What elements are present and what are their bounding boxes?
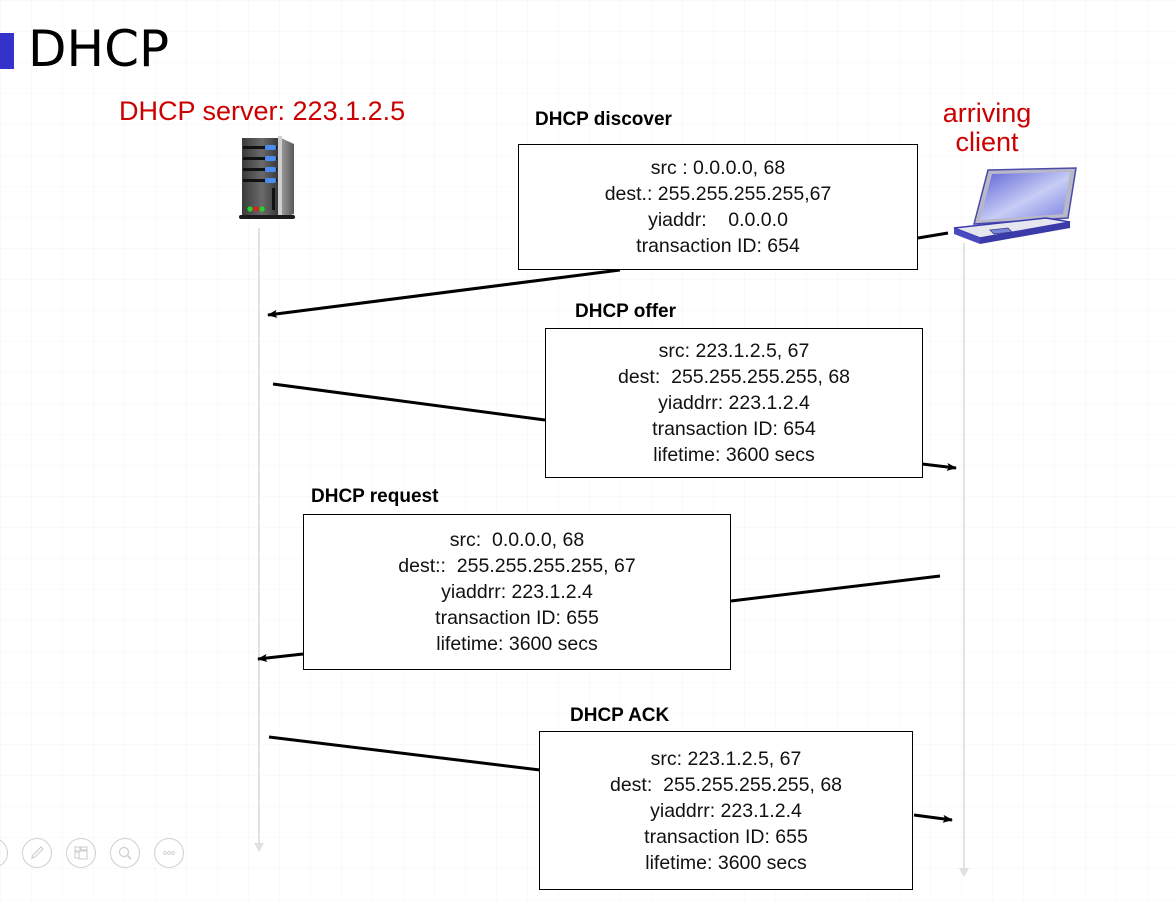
laptop-icon [950,160,1080,250]
request-title: DHCP request [311,486,439,507]
previous-slide-button[interactable] [0,838,8,868]
request-arrow [257,652,304,662]
client-label: arriving client [912,99,1062,157]
server-label: DHCP server: 223.1.2.5 [119,96,406,126]
presentation-toolbar [0,838,184,868]
slide-title: DHCP [0,14,169,84]
ack-transaction-id: transaction ID: 655 [644,825,808,848]
slide-sorter-button[interactable] [66,838,96,868]
offer-line-left [272,382,546,422]
discover-title: DHCP discover [535,109,672,130]
client-timeline-end [959,868,969,877]
pen-button[interactable] [22,838,52,868]
ack-title: DHCP ACK [570,705,670,726]
ack-box: src: 223.1.2.5, 67 dest: 255.255.255.255… [539,731,913,890]
title-bullet [0,33,14,69]
ack-line-left [268,735,541,772]
offer-transaction-id: transaction ID: 654 [652,418,816,440]
client-label-line1: arriving [942,98,1032,128]
slides-icon [74,846,88,860]
zoom-button[interactable] [110,838,140,868]
offer-lifetime: lifetime: 3600 secs [653,444,815,466]
request-lifetime: lifetime: 3600 secs [436,633,598,655]
slide-title-text: DHCP [28,20,170,78]
request-yiaddrr: yiaddrr: 223.1.2.4 [441,581,593,603]
request-line-right [730,574,941,603]
request-box: src: 0.0.0.0, 68 dest:: 255.255.255.255,… [303,514,731,670]
offer-title: DHCP offer [575,301,676,322]
offer-arrow [921,462,957,471]
offer-src: src: 223.1.2.5, 67 [658,340,810,362]
discover-transaction-id: transaction ID: 654 [636,235,800,257]
request-src: src: 0.0.0.0, 68 [449,529,585,551]
offer-yiaddrr: yiaddrr: 223.1.2.4 [658,392,810,414]
request-dest: dest:: 255.255.255.255, 67 [398,555,636,577]
pen-icon [31,846,44,859]
offer-box: src: 223.1.2.5, 67 dest: 255.255.255.255… [545,328,923,478]
ack-yiaddrr: yiaddrr: 223.1.2.4 [650,799,802,822]
server-timeline-end [254,843,264,852]
ack-lifetime: lifetime: 3600 secs [645,851,807,874]
discover-box: src : 0.0.0.0, 68 dest.: 255.255.255.255… [518,144,918,270]
more-options-button[interactable] [154,838,184,868]
client-label-line2: client [955,127,1019,157]
ellipsis-icon [163,851,175,855]
offer-dest: dest: 255.255.255.255, 68 [617,366,851,388]
ack-arrow [913,813,953,823]
discover-yiaddr: yiaddr: 0.0.0.0 [648,209,788,231]
magnifier-icon [118,846,132,860]
discover-arrow [267,268,621,318]
ack-src: src: 223.1.2.5, 67 [650,747,802,770]
discover-src: src : 0.0.0.0, 68 [650,157,786,179]
discover-dest: dest.: 255.255.255.255,67 [604,183,832,205]
request-transaction-id: transaction ID: 655 [435,607,599,629]
discover-line-right [917,231,949,240]
server-icon [238,134,298,220]
ack-dest: dest: 255.255.255.255, 68 [609,773,843,796]
arrow-icon [0,844,2,862]
